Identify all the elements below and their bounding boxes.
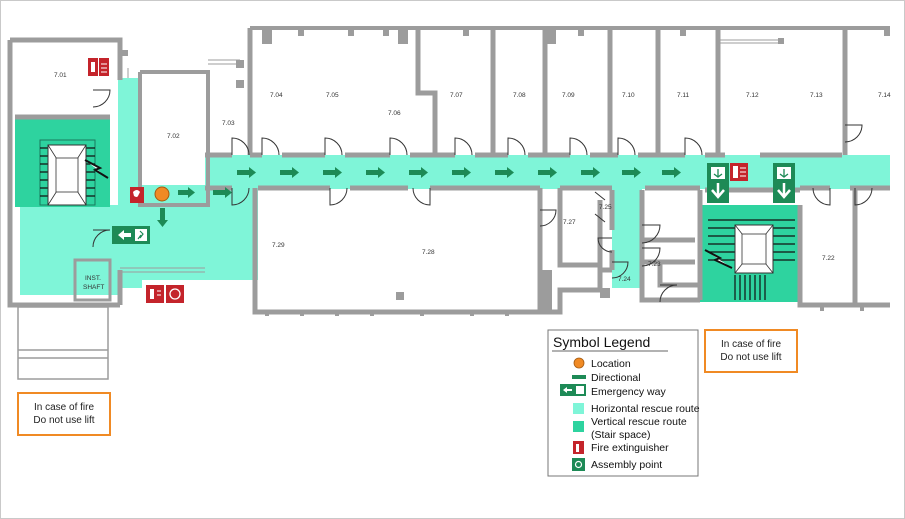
legend-title: Symbol Legend <box>553 334 650 350</box>
directional-arrow <box>157 208 168 227</box>
room-713: 7.13 <box>810 92 823 99</box>
room-701: 7.01 <box>54 72 67 79</box>
legend-location: Location <box>591 358 631 370</box>
stairwell-right <box>704 219 795 300</box>
legend-vertical-sub: (Stair space) <box>591 429 651 441</box>
room-708: 7.08 <box>513 92 526 99</box>
legend-assembly: Assembly point <box>591 459 662 471</box>
room-702: 7.02 <box>167 133 180 140</box>
location-marker <box>154 186 170 202</box>
room-724: 7.24 <box>618 276 631 283</box>
fire-lift-note-right: In case of fire Do not use lift <box>704 329 798 373</box>
room-722: 7.22 <box>822 255 835 262</box>
stairwell-left <box>39 139 109 206</box>
directional-arrow <box>237 167 256 178</box>
room-714: 7.14 <box>878 92 891 99</box>
legend-extinguisher: Fire extinguisher <box>591 442 669 454</box>
legend-horizontal-icon <box>573 403 584 414</box>
note-left-line1: In case of fire <box>33 402 95 413</box>
windows <box>11 39 780 285</box>
note-left-line2: Do not use lift <box>33 415 95 426</box>
directional-arrow <box>538 167 557 178</box>
room-707: 7.07 <box>450 92 463 99</box>
directional-arrow <box>366 167 385 178</box>
directional-arrow <box>323 167 342 178</box>
room-729: 7.29 <box>272 242 285 249</box>
note-right-line2: Do not use lift <box>720 352 782 363</box>
legend-location-icon <box>573 357 585 369</box>
note-right-line1: In case of fire <box>720 339 782 350</box>
directional-arrow <box>622 167 641 178</box>
directional-arrow <box>581 167 600 178</box>
fire-phone-sign <box>130 187 144 203</box>
legend-vertical: Vertical rescue route <box>591 416 687 428</box>
directional-arrow <box>452 167 471 178</box>
room-703: 7.03 <box>222 120 235 127</box>
room-725: 7.25 <box>599 204 612 211</box>
fire-lift-note-left: In case of fire Do not use lift <box>17 392 111 436</box>
legend-directional-icon <box>572 375 586 379</box>
room-labels: 7.01 7.02 7.03 7.04 7.05 7.06 7.07 7.08 … <box>54 72 891 291</box>
fire-sign-top <box>88 58 109 76</box>
room-705: 7.05 <box>326 92 339 99</box>
directional-arrow <box>280 167 299 178</box>
legend-horizontal: Horizontal rescue route <box>591 403 700 415</box>
fire-sign-right <box>730 163 748 181</box>
room-712: 7.12 <box>746 92 759 99</box>
legend-assembly-icon <box>572 458 585 471</box>
wall-pillars <box>120 26 890 316</box>
directional-arrows <box>157 167 681 227</box>
symbol-legend: Symbol Legend Location Directional Emerg… <box>547 329 700 477</box>
legend-emergency-icon <box>560 384 586 396</box>
legend-directional: Directional <box>591 372 641 384</box>
legend-extinguisher-icon <box>573 441 584 454</box>
room-706: 7.06 <box>388 110 401 117</box>
directional-arrow <box>213 187 232 198</box>
directional-arrow <box>495 167 514 178</box>
room-728: 7.28 <box>422 249 435 256</box>
directional-arrow <box>409 167 428 178</box>
directional-arrow <box>178 187 195 198</box>
fire-sign-bottom <box>146 285 184 303</box>
room-704: 7.04 <box>270 92 283 99</box>
room-710: 7.10 <box>622 92 635 99</box>
exit-sign-right-2 <box>773 163 795 203</box>
exit-sign-right-1 <box>707 163 729 203</box>
room-709: 7.09 <box>562 92 575 99</box>
room-727: 7.27 <box>563 219 576 226</box>
doors <box>92 89 873 303</box>
inst-shaft-label-1: INST. <box>85 275 101 282</box>
directional-arrow <box>662 167 681 178</box>
room-723: 7.23 <box>648 261 661 268</box>
exit-sign-left <box>112 226 150 244</box>
lift-shaft-outline <box>17 306 109 380</box>
legend-emergency: Emergency way <box>591 386 666 398</box>
legend-vertical-icon <box>573 421 584 432</box>
inst-shaft-label-2: SHAFT <box>83 284 104 291</box>
room-711: 7.11 <box>677 92 690 99</box>
